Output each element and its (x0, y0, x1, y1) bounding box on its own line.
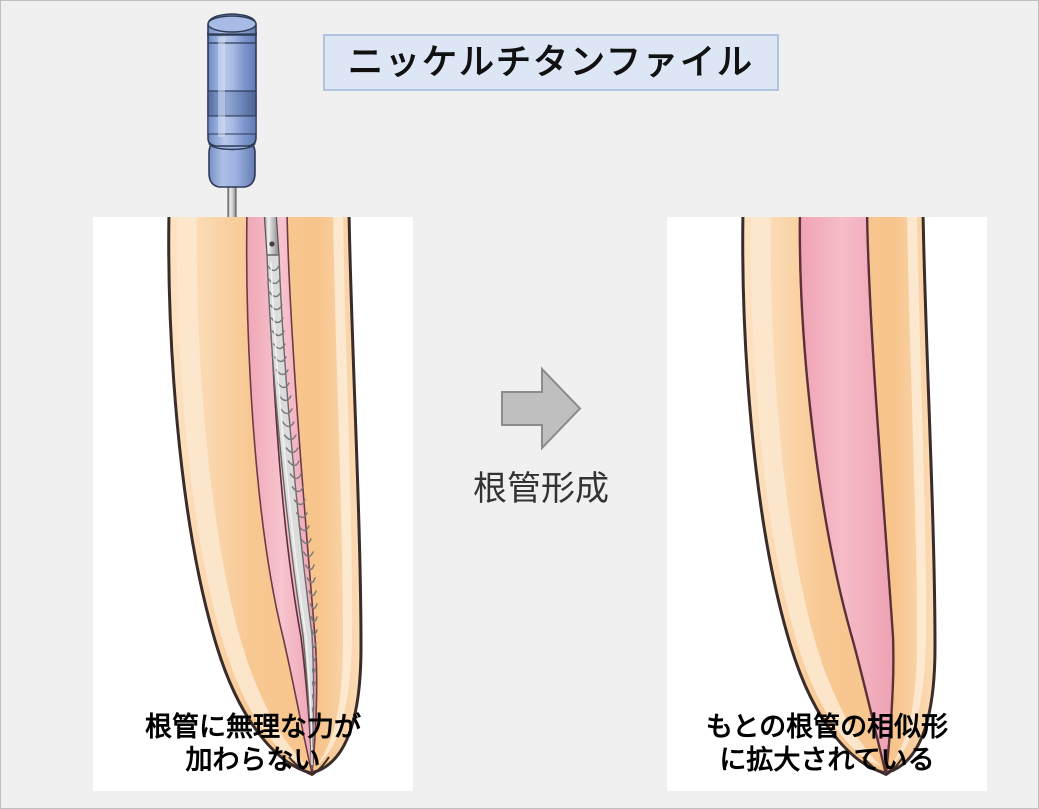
process-label: 根管形成 (473, 470, 609, 508)
tooth-illustration-before (167, 217, 363, 777)
caption-after: もとの根管の相似形 に拡大されている (667, 711, 987, 777)
panel-after: もとの根管の相似形 に拡大されている (667, 217, 987, 791)
caption-before: 根管に無理な力が 加わらない (93, 711, 413, 777)
caption-before-line2: 加わらない (185, 745, 321, 776)
caption-after-line2: に拡大されている (719, 745, 935, 776)
process-arrow-group: 根管形成 (441, 361, 641, 531)
caption-after-line1: もとの根管の相似形 (705, 712, 949, 743)
tooth-illustration-after (741, 217, 937, 777)
panel-before: 根管に無理な力が 加わらない (93, 217, 413, 791)
niti-file-handle (207, 13, 257, 235)
right-arrow-icon (501, 366, 582, 451)
title-box: ニッケルチタンファイル (323, 34, 779, 91)
caption-before-line1: 根管に無理な力が (145, 712, 361, 743)
page-title: ニッケルチタンファイル (348, 43, 754, 82)
